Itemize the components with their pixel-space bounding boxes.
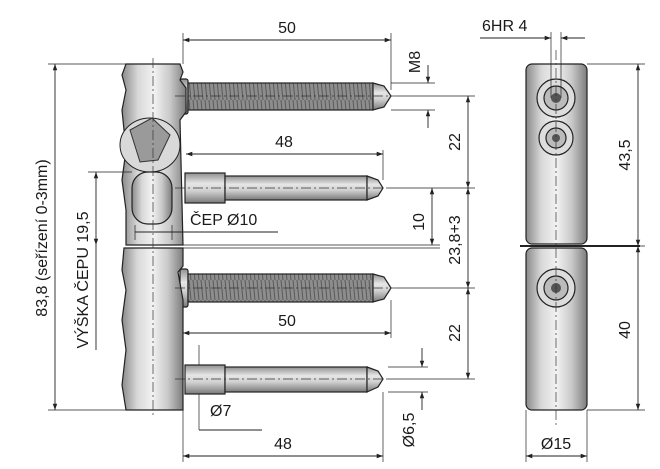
dim-pin-height: VÝŠKA ČEPU 19,5 <box>73 211 92 348</box>
dim-hex-key: 6HR 4 <box>482 18 527 35</box>
dim-lower-body-height: 40 <box>617 321 634 339</box>
dim-shank-diameter: Ø6,5 <box>401 413 418 448</box>
dim-screw-top-length: 50 <box>278 20 296 37</box>
dim-overall-height: 83,8 (seřízení 0-3mm) <box>34 159 51 316</box>
hex-socket-upper <box>536 78 576 118</box>
dim-body-diameter: Ø15 <box>541 436 571 453</box>
hinge-body-lower <box>121 247 184 411</box>
hinge-body-upper <box>119 63 187 246</box>
dim-upper-body-height: 43,5 <box>617 139 634 170</box>
lower-pin <box>184 364 384 395</box>
dim-adjust-range: 23,8+3 <box>447 215 464 264</box>
dim-pin-label: ČEP Ø10 <box>190 210 257 229</box>
hinge-front-view <box>520 50 640 425</box>
hinge-side-view <box>119 58 395 418</box>
dim-pin-length: 48 <box>275 134 293 151</box>
dim-spacing-lower: 22 <box>447 324 464 342</box>
dim-spacing-upper: 22 <box>447 133 464 151</box>
dim-pin-bottom-length: 48 <box>274 436 292 453</box>
dim-screw-bottom-length: 50 <box>278 313 296 330</box>
dim-thread-size: M8 <box>407 51 424 73</box>
dim-spacing-middle: 10 <box>411 213 428 231</box>
hex-socket-middle <box>538 120 574 156</box>
dim-pin-bottom-diameter: Ø7 <box>210 403 231 420</box>
top-threaded-screw <box>179 78 392 115</box>
